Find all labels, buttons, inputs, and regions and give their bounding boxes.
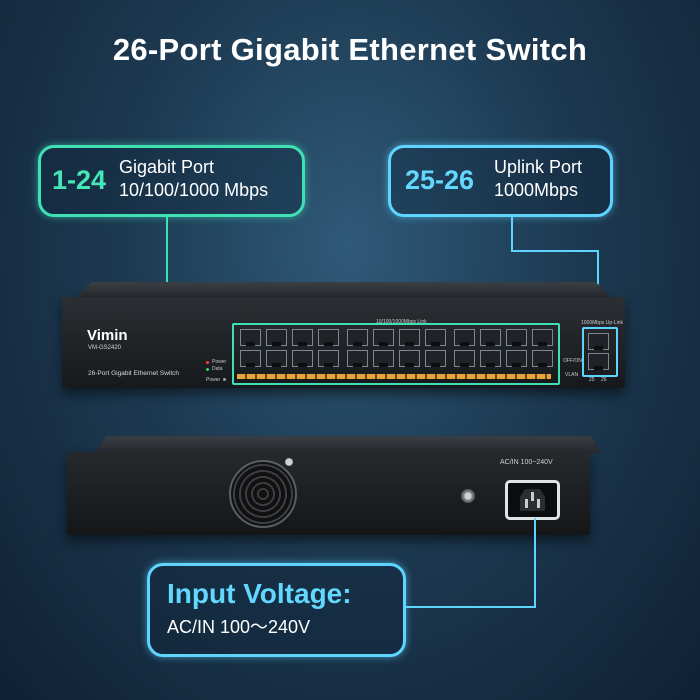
port-7[interactable]: [318, 329, 339, 346]
front-switch-name: 26-Port Gigabit Ethernet Switch: [88, 370, 180, 377]
port-12[interactable]: [373, 350, 394, 367]
power-led-icon: [206, 361, 209, 364]
socket-inner: [520, 489, 545, 511]
port-15[interactable]: [425, 329, 446, 346]
callout-ports-25-26-number: 25-26: [405, 165, 475, 195]
port-6[interactable]: [292, 350, 313, 367]
switch-back-top: [96, 436, 601, 453]
callout-ports-1-24-line1: Gigabit Port: [119, 157, 215, 177]
port-24[interactable]: [532, 350, 553, 367]
port-4[interactable]: [266, 350, 287, 367]
connector-line-ports-1-24: [166, 217, 168, 337]
port-5[interactable]: [292, 329, 313, 346]
data-led-icon: [206, 368, 209, 371]
port-26[interactable]: [588, 353, 609, 370]
ports-1-24-frame: [232, 323, 560, 385]
port-3[interactable]: [266, 329, 287, 346]
ports-25-26-frame: [582, 327, 618, 377]
port-18[interactable]: [454, 350, 475, 367]
uplink-number-26: 26: [601, 377, 607, 383]
data-led-label: Data: [212, 366, 223, 372]
callout-ports-1-24-line2: 10/100/1000 Mbps: [119, 180, 269, 200]
page-title: 26-Port Gigabit Ethernet Switch: [112, 32, 588, 67]
port-10[interactable]: [347, 350, 368, 367]
port-1[interactable]: [240, 329, 261, 346]
brand-logo: Vimin: [87, 327, 128, 344]
socket-pin-right: [537, 499, 540, 508]
uplink-caption: 1000Mbps Up-Link: [581, 320, 623, 326]
port-16[interactable]: [425, 350, 446, 367]
port-23[interactable]: [532, 329, 553, 346]
power-led-label: Power: [212, 359, 227, 365]
fan-grille-icon: [229, 460, 297, 528]
connector-line-ports-25-26: [511, 217, 513, 251]
port-14[interactable]: [399, 350, 420, 367]
port-9[interactable]: [347, 329, 368, 346]
vlan-label: VLAN: [565, 372, 579, 378]
callout-ports-25-26-line1: Uplink Port: [494, 157, 583, 177]
port-17[interactable]: [454, 329, 475, 346]
callout-ports-1-24: [38, 145, 305, 217]
port-21[interactable]: [506, 329, 527, 346]
socket-pin-left: [525, 499, 528, 508]
socket-pin-center: [531, 492, 534, 501]
model-label: VM-GS2420: [88, 345, 122, 351]
power-rating-label: AC/IN 100~240V: [500, 459, 553, 466]
connector-line-voltage-v: [534, 518, 536, 607]
connector-line-ports-25-26-h: [511, 250, 599, 252]
switch-front-top: [75, 282, 612, 298]
connector-line-voltage-h: [404, 606, 536, 608]
port-13[interactable]: [399, 329, 420, 346]
power-button-icon: [223, 378, 226, 381]
port-8[interactable]: [318, 350, 339, 367]
power-button-label: Power: [206, 377, 221, 383]
port-11[interactable]: [373, 329, 394, 346]
input-voltage-value: AC/IN 100～240V: [167, 617, 311, 637]
off-on-label: OFF/ON: [563, 358, 582, 364]
port-20[interactable]: [480, 350, 501, 367]
port-19[interactable]: [480, 329, 501, 346]
ground-screw-icon: [461, 489, 475, 503]
switch-front-panel: [62, 297, 625, 388]
port-2[interactable]: [240, 350, 261, 367]
switch-back-panel: [67, 452, 590, 535]
callout-input-voltage: [147, 563, 406, 657]
callout-ports-25-26-line2: 1000Mbps: [494, 180, 579, 200]
port-25[interactable]: [588, 333, 609, 350]
callout-ports-1-24-number: 1-24: [52, 165, 107, 195]
power-socket-icon: [505, 480, 560, 520]
port-led-strip: [237, 374, 551, 379]
port-22[interactable]: [506, 350, 527, 367]
port-caption: 10/100/1000Mbps Link: [376, 319, 427, 325]
fan-screw-icon: [285, 458, 293, 466]
callout-ports-25-26: [388, 145, 613, 217]
uplink-number-25: 25: [589, 377, 595, 383]
input-voltage-heading: Input Voltage:: [167, 578, 352, 609]
